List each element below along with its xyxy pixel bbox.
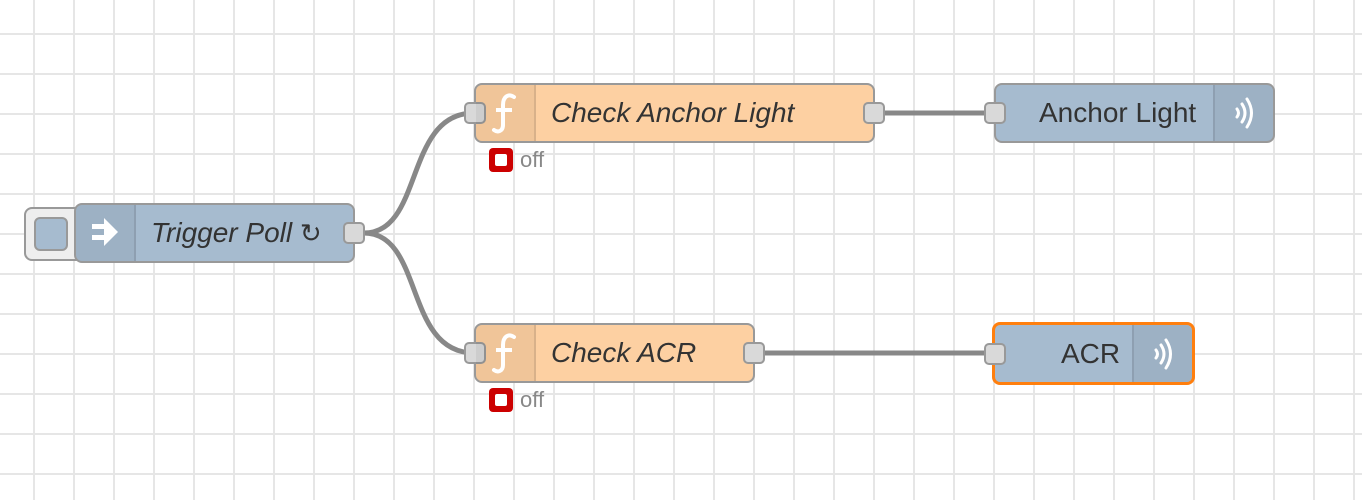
function-icon: [492, 93, 516, 134]
node-trigger-poll[interactable]: Trigger Poll ↻: [74, 203, 365, 263]
node-label-anchor-light: Anchor Light: [1039, 97, 1197, 128]
node-label-check-acr: Check ACR: [551, 337, 697, 368]
node-label-acr: ACR: [1061, 338, 1121, 369]
inject-node-icon-area: [76, 205, 136, 261]
function-node-icon-area: [476, 85, 536, 141]
status-ring-icon: [489, 388, 513, 412]
node-acr[interactable]: ACR: [984, 322, 1195, 385]
node-check-acr[interactable]: Check ACR: [464, 323, 765, 383]
node-check-anchor-light[interactable]: Check Anchor Light: [464, 83, 885, 143]
input-port-check-acr[interactable]: [464, 342, 486, 364]
wire-trigger-to-check-anchor[interactable]: [363, 110, 475, 236]
broadcast-icon: [1235, 97, 1253, 129]
mqtt-node-icon-area: [1213, 85, 1273, 141]
output-port-trigger-poll[interactable]: [343, 222, 365, 244]
function-icon: [492, 333, 516, 374]
status-text: off: [520, 147, 545, 172]
input-port-check-anchor-light[interactable]: [464, 102, 486, 124]
input-port-acr[interactable]: [984, 343, 1006, 365]
output-port-check-acr[interactable]: [743, 342, 765, 364]
status-check-acr: off: [489, 388, 544, 412]
function-node-icon-area: [476, 325, 536, 381]
node-anchor-light[interactable]: Anchor Light: [984, 83, 1275, 143]
node-label-check-anchor-light: Check Anchor Light: [551, 97, 795, 128]
inject-button-face[interactable]: [34, 217, 68, 251]
broadcast-icon: [1154, 338, 1172, 369]
output-port-check-anchor-light[interactable]: [863, 102, 885, 124]
mqtt-node-icon-area: [1132, 325, 1192, 382]
status-check-anchor-light: off: [489, 148, 544, 172]
arrow-in-icon: [92, 218, 118, 246]
status-text: off: [520, 387, 545, 412]
input-port-anchor-light[interactable]: [984, 102, 1006, 124]
wire-trigger-to-check-acr[interactable]: [363, 230, 475, 356]
repeat-icon: ↻: [299, 218, 322, 248]
status-ring-icon: [489, 148, 513, 172]
node-label-trigger-poll: Trigger Poll ↻: [151, 217, 322, 248]
